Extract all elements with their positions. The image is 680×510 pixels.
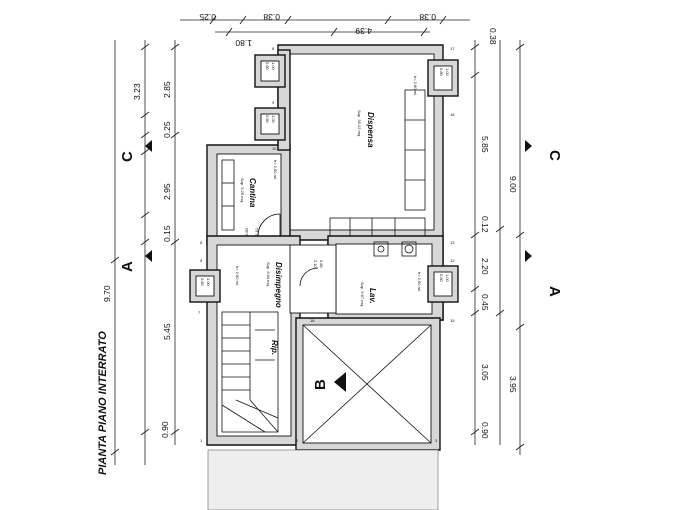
dim-right-5: 2.20 <box>480 258 490 275</box>
point-number: 1 <box>200 438 203 443</box>
dim-right-1: 0.38 <box>488 28 498 45</box>
dim-left-2: 3.23 <box>132 83 142 100</box>
room-area-disimpegno: Sup. 6.64 mq. <box>266 262 271 287</box>
point-number: 13 <box>450 240 455 245</box>
section-mark-c-right: C <box>546 150 563 161</box>
door-2-width: 0.80 <box>319 260 324 269</box>
point-number: 12 <box>450 258 455 263</box>
dim-top-1: 0.25 <box>199 12 216 22</box>
dim-left-6: 0.15 <box>162 225 172 242</box>
section-mark-a-left: A <box>119 261 136 272</box>
door-1-width: 0.80 <box>244 227 249 236</box>
dim-top-5: 1.80 <box>235 38 252 48</box>
height-dispensa: h= 2.60 ml. <box>413 76 418 96</box>
room-area-dispensa: Sup. 35.12 mq. <box>357 110 362 137</box>
room-name-rip: Rip. <box>270 340 279 355</box>
dim-right-4: 0.12 <box>480 216 490 233</box>
point-number: 5 <box>200 258 203 263</box>
room-name-lav: Lav. <box>368 288 377 304</box>
dim-right-8: 3.95 <box>508 376 518 393</box>
window-label-10: 0.80 <box>200 278 205 287</box>
window-label-1: 1.00 <box>271 62 276 71</box>
height-disimpegno: h= 2.60 ml. <box>235 266 240 286</box>
dim-left-5: 2.95 <box>162 183 172 200</box>
section-markers <box>145 140 532 392</box>
window-label-3: 1.00 <box>271 115 276 124</box>
drawing-labels: PIANTA PIANO INTERRATO A A C C B Dispens… <box>97 12 563 475</box>
drawing-title: PIANTA PIANO INTERRATO <box>97 331 109 475</box>
room-area-cantina: Sup. 5.25 mq. <box>240 178 245 203</box>
window-label-6: 0.80 <box>439 68 444 77</box>
height-lav: h= 2.60 ml. <box>417 272 422 292</box>
fittings <box>207 89 439 510</box>
dim-top-2: 0.38 <box>263 12 280 22</box>
window-label-5: 1.00 <box>445 68 450 77</box>
point-number: 9 <box>272 100 275 105</box>
dim-left-3: 2.85 <box>162 81 172 98</box>
point-number: 15 <box>450 318 455 323</box>
point-number: 6 <box>200 240 203 245</box>
dim-top-3: 0.38 <box>419 12 436 22</box>
section-mark-b: B <box>312 379 329 390</box>
window-label-8: 0.80 <box>439 274 444 283</box>
room-area-lav: Sup. 5.67 mq. <box>360 282 365 307</box>
window-label-4: 0.80 <box>265 115 270 124</box>
point-number: 18 <box>450 112 455 117</box>
point-number: 17 <box>450 46 455 51</box>
section-mark-a-right: A <box>546 286 563 297</box>
point-number: 8 <box>272 46 275 51</box>
dim-right-6: 0.45 <box>480 294 490 311</box>
window-label-9: 1.00 <box>206 278 211 287</box>
dim-left-1: 9.70 <box>102 285 112 302</box>
room-name-cantina: Cantina <box>248 178 257 208</box>
point-number: 2 <box>296 438 299 443</box>
section-mark-c-left: C <box>119 151 136 162</box>
dimension-lines <box>110 15 525 465</box>
door-1-height: 2.10 <box>254 227 259 236</box>
dim-left-7: 5.45 <box>162 323 172 340</box>
window-label-2: 0.80 <box>265 62 270 71</box>
dim-right-2: 5.85 <box>480 136 490 153</box>
dim-left-4: 0.25 <box>162 121 172 138</box>
room-name-disimpegno: Disimpegno <box>274 262 283 308</box>
door-2-height: 2.10 <box>313 260 318 269</box>
room-name-dispensa: Dispensa <box>366 112 375 148</box>
window-label-7: 1.00 <box>445 274 450 283</box>
point-number: 3 <box>435 438 438 443</box>
staircase <box>221 311 279 433</box>
dim-right-9: 0.90 <box>480 422 490 439</box>
dim-right-7: 3.05 <box>480 364 490 381</box>
point-number: 7 <box>198 310 201 315</box>
window-wells <box>189 54 459 303</box>
point-number: 10 <box>272 146 277 151</box>
point-number: 16 <box>310 318 315 323</box>
height-cantina: h= 2.50 ml. <box>273 160 278 180</box>
dim-top-4: 4.39 <box>355 26 372 36</box>
dim-left-8: 0.90 <box>160 421 170 438</box>
dim-right-3: 9.00 <box>508 176 518 193</box>
